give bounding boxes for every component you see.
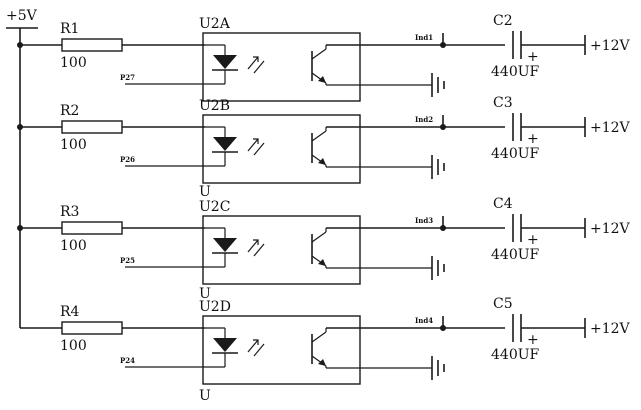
supply-label: +5V — [6, 8, 38, 24]
capacitor-polarity: + — [527, 131, 539, 147]
capacitor-label: C5 — [493, 296, 513, 312]
resistor-value: 100 — [60, 137, 87, 153]
resistor — [61, 38, 123, 52]
resistor-label: R3 — [60, 204, 79, 220]
capacitor-label: C3 — [493, 95, 513, 111]
output-label: Ind4 — [415, 316, 433, 325]
resistor — [61, 221, 123, 235]
resistor-value: 100 — [60, 338, 87, 354]
channel-1: R1 100 U2A P27 Ind1 C2 +440UF +12V — [20, 13, 631, 102]
output-label: Ind1 — [415, 33, 433, 42]
supply-rail: +5V — [6, 8, 38, 328]
output-label: Ind3 — [415, 216, 433, 225]
optocoupler-box — [202, 215, 361, 285]
optocoupler-label: U2C — [199, 199, 230, 215]
capacitor-label: C2 — [493, 13, 513, 29]
unit-mark: U — [199, 286, 211, 302]
led-diode — [213, 137, 237, 151]
channel-3: R3 100 U2C P25 Ind3 C4 +440UF +12V — [20, 196, 631, 285]
resistor — [61, 120, 123, 134]
output-voltage: +12V — [590, 321, 631, 337]
output-voltage: +12V — [590, 221, 631, 237]
unit-mark: U — [199, 184, 211, 200]
input-pin-label: P24 — [120, 356, 135, 365]
channel-2: R2 100 U2B P26 Ind2 C3 +440UF +12V — [20, 95, 631, 184]
capacitor-value: 440UF — [491, 64, 540, 80]
optocoupler-box — [202, 315, 361, 385]
capacitor-value: 440UF — [491, 347, 540, 363]
capacitor-polarity: + — [527, 49, 539, 65]
input-pin-label: P26 — [120, 155, 135, 164]
capacitor-value: 440UF — [491, 247, 540, 263]
output-voltage: +12V — [590, 120, 631, 136]
output-voltage: +12V — [590, 38, 631, 54]
led-diode — [213, 238, 237, 252]
resistor-value: 100 — [60, 238, 87, 254]
resistor — [61, 321, 123, 335]
optocoupler-label: U2A — [199, 16, 231, 32]
resistor-label: R4 — [60, 304, 80, 320]
output-label: Ind2 — [415, 115, 433, 124]
channels: R1100U2AP27Ind1C2+440UF+12VR2100U2BP26In… — [20, 13, 631, 385]
capacitor-label: C4 — [493, 196, 513, 212]
channel-4: R4 100 U2D P24 Ind4 C5 +440UF +12V — [20, 296, 631, 385]
optocoupler-label: U2B — [199, 98, 230, 114]
resistor-value: 100 — [60, 55, 87, 71]
optocoupler-label: U2D — [199, 299, 231, 315]
input-pin-label: P25 — [120, 256, 135, 265]
optocoupler-box — [202, 32, 361, 102]
capacitor-value: 440UF — [491, 146, 540, 162]
resistor-label: R2 — [60, 103, 79, 119]
capacitor-polarity: + — [527, 232, 539, 248]
unit-marks: U U U — [199, 184, 211, 404]
input-pin-label: P27 — [120, 73, 135, 82]
capacitor-polarity: + — [527, 332, 539, 348]
resistor-label: R1 — [60, 21, 79, 37]
led-diode — [213, 55, 237, 69]
optocoupler-box — [202, 114, 361, 184]
led-diode — [213, 338, 237, 352]
unit-mark: U — [199, 388, 211, 404]
